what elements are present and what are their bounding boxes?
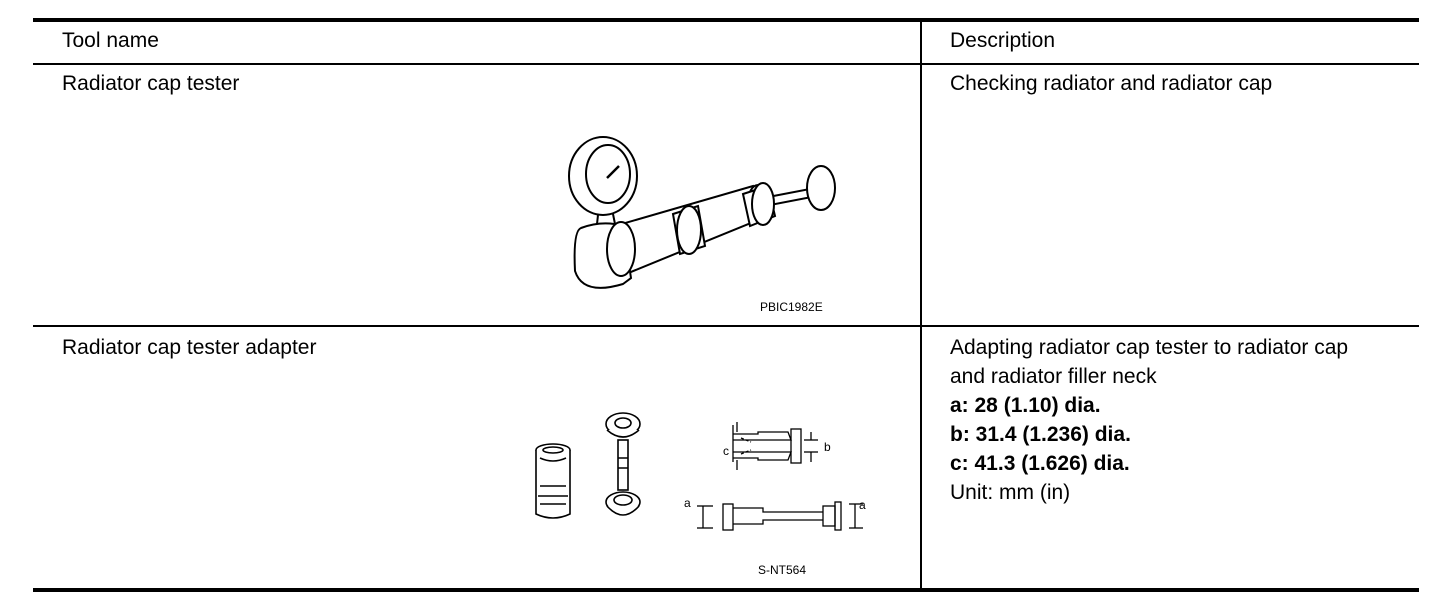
- adapter-long-illustration: [605, 412, 641, 516]
- row1-tool-name: Radiator cap tester: [62, 72, 240, 95]
- special-tools-table: Tool name Description Radiator cap teste…: [33, 18, 1419, 592]
- row2-figure-code: S-NT564: [758, 563, 807, 577]
- row1-description: Checking radiator and radiator cap: [950, 72, 1273, 95]
- row1-figure-code: PBIC1982E: [760, 300, 823, 314]
- dim-label-a-right: a: [859, 498, 866, 512]
- spec-c: c: 41.3 (1.626) dia.: [950, 452, 1130, 475]
- spec-b: b: 31.4 (1.236) dia.: [950, 423, 1131, 446]
- radiator-cap-tester-illustration: [568, 136, 836, 289]
- unit-label: Unit: mm (in): [950, 481, 1071, 504]
- table-bottom-rule: [33, 588, 1419, 592]
- row2-description-line2: and radiator filler neck: [950, 365, 1157, 388]
- header-divider: [33, 63, 1419, 65]
- column-divider: [920, 22, 922, 588]
- adapter-cylinder-illustration: [535, 443, 571, 519]
- header-tool-name: Tool name: [62, 29, 159, 52]
- table-top-rule: [33, 18, 1419, 22]
- dim-label-b: b: [824, 440, 831, 454]
- spec-a: a: 28 (1.10) dia.: [950, 394, 1101, 417]
- row-divider: [33, 325, 1419, 327]
- header-description: Description: [950, 29, 1056, 52]
- dim-label-c: c: [723, 444, 729, 458]
- dim-label-a-left: a: [684, 496, 691, 510]
- row2-description-line1: Adapting radiator cap tester to radiator…: [950, 336, 1349, 359]
- row2-tool-name: Radiator cap tester adapter: [62, 336, 317, 359]
- adapter-dimension-diagram: [697, 422, 863, 531]
